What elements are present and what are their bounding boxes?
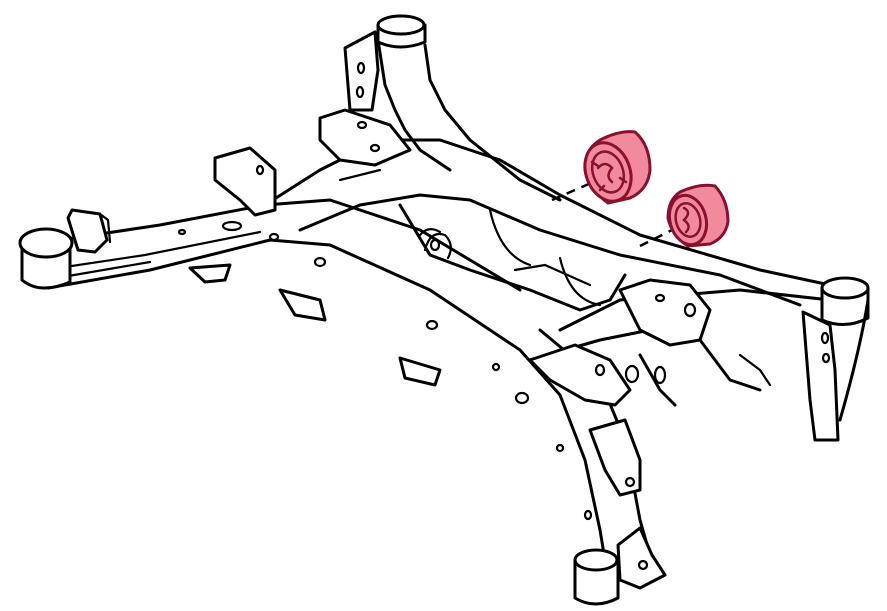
rail-holes: [177, 220, 565, 453]
left-front-mount: [18, 208, 112, 290]
mounting-dash-lines: [551, 178, 673, 248]
right-center-brackets: [528, 278, 772, 407]
center-diff-carrier: [398, 203, 627, 312]
front-right-mount: [573, 418, 667, 606]
rail-tabs: [188, 263, 442, 387]
right-rear-mount: [801, 276, 870, 442]
diff-bushing-rear: [666, 183, 730, 248]
diff-bushing-front: [583, 130, 652, 205]
rear-left-tower: [318, 14, 562, 202]
front-crossmember: [263, 138, 832, 307]
left-bracket: [213, 146, 277, 217]
